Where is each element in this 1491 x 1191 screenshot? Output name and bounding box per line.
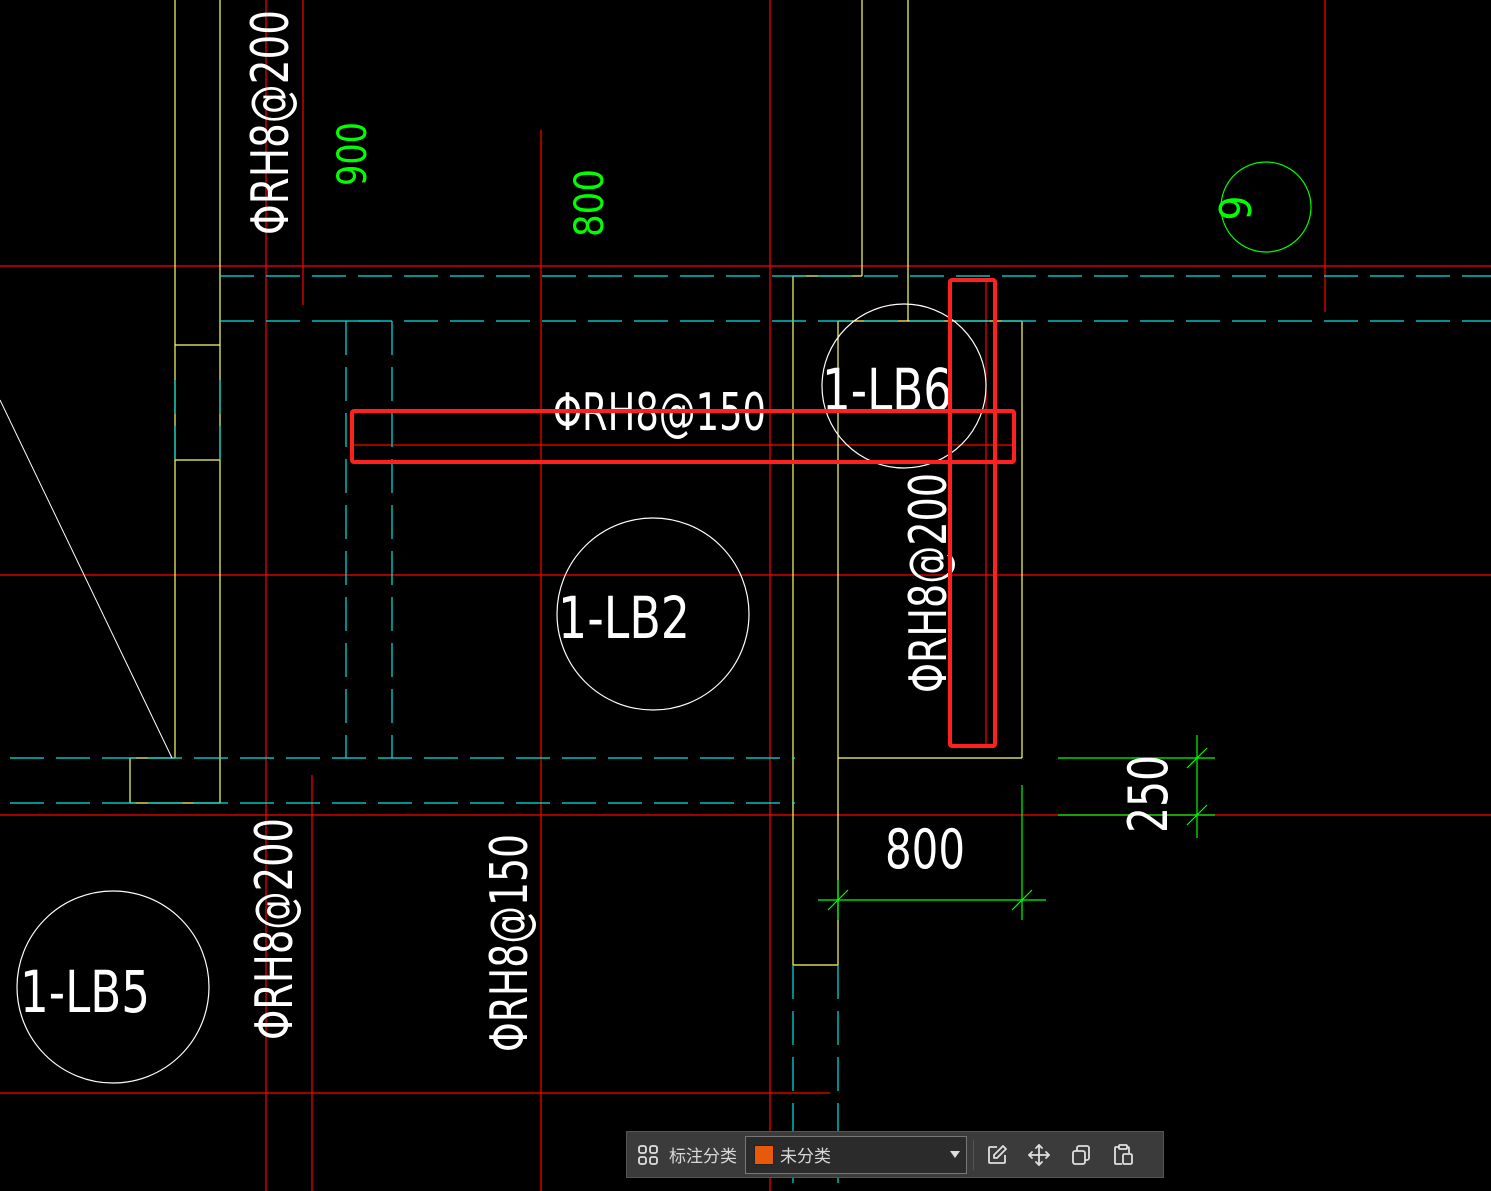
rebar-label: ΦRH8@200 — [245, 818, 305, 1040]
toolbar-divider — [973, 1139, 974, 1170]
dimension-text: 900 — [330, 122, 376, 186]
slab-tag: 1-LB5 — [20, 958, 150, 1026]
axis-bubble-label: 9 — [1211, 195, 1262, 220]
dimension-lines — [818, 735, 1215, 920]
chevron-down-icon — [950, 1150, 960, 1158]
edit-icon[interactable] — [980, 1138, 1014, 1172]
category-color-swatch — [754, 1144, 774, 1165]
highlight-box-horizontal[interactable] — [350, 409, 1016, 464]
highlight-boxes[interactable] — [350, 278, 1016, 748]
dimension-text: 800 — [567, 169, 613, 237]
rebar-label: ΦRH8@200 — [241, 10, 301, 235]
rebar-label: ΦRH8@150 — [480, 834, 540, 1052]
slab-tag: 1-LB6 — [822, 356, 952, 424]
highlight-box-vertical[interactable] — [948, 278, 997, 748]
hidden-beam-lines — [10, 275, 1491, 1191]
dimension-text: 250 — [1117, 755, 1180, 833]
category-select[interactable]: 未分类 — [745, 1135, 967, 1174]
paste-icon[interactable] — [1106, 1138, 1140, 1172]
slab-tag: 1-LB2 — [558, 584, 690, 652]
grid-icon[interactable] — [631, 1138, 665, 1172]
category-label: 标注分类 — [669, 1147, 737, 1167]
diagonal-line — [0, 399, 173, 759]
slab-tag-circles — [16, 303, 987, 1084]
category-select-value: 未分类 — [780, 1147, 831, 1167]
axis-bubble — [1220, 161, 1312, 253]
copy-icon[interactable] — [1064, 1138, 1098, 1172]
move-icon[interactable] — [1022, 1138, 1056, 1172]
dimension-text: 800 — [885, 818, 965, 881]
annotation-toolbar: 标注分类 未分类 — [626, 1131, 1164, 1178]
